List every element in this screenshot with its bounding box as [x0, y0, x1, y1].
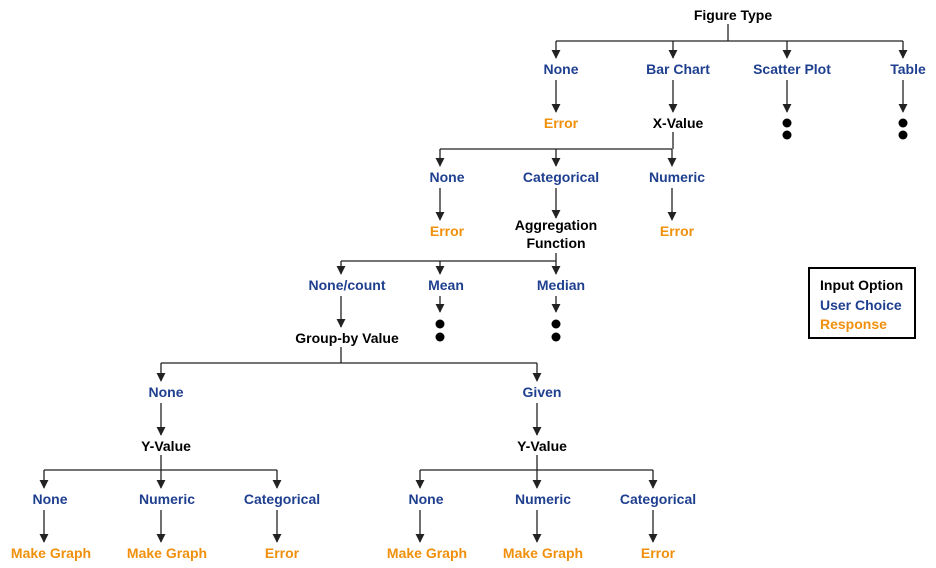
node-x-none-error: Error — [429, 223, 465, 239]
legend-input-option: Input Option — [820, 277, 904, 293]
node-y1-none: None — [32, 491, 68, 507]
node-ft-table: Table — [890, 61, 926, 77]
node-y1-categorical-result: Error — [264, 545, 300, 561]
node-y-value-1: Y-Value — [141, 438, 191, 454]
node-y1-categorical: Categorical — [243, 491, 321, 507]
node-agg-mean: Mean — [428, 277, 464, 293]
node-ft-none-error: Error — [543, 115, 579, 131]
ellipsis-dot — [551, 332, 561, 342]
node-agg-median: Median — [536, 277, 586, 293]
node-y-value-2: Y-Value — [517, 438, 567, 454]
legend-response: Response — [820, 316, 887, 332]
node-y1-numeric-result: Make Graph — [126, 545, 208, 561]
node-y1-none-result: Make Graph — [10, 545, 92, 561]
node-x-value: X-Value — [652, 115, 704, 131]
node-x-numeric-error: Error — [659, 223, 695, 239]
node-y2-none-result: Make Graph — [386, 545, 468, 561]
node-ft-none: None — [543, 61, 579, 77]
ellipsis-dot — [782, 118, 792, 128]
legend-user-choice: User Choice — [820, 296, 902, 313]
node-y2-categorical-result: Error — [640, 545, 676, 561]
node-gb-none: None — [148, 384, 184, 400]
node-ft-scatter-plot: Scatter Plot — [753, 61, 831, 77]
node-y2-numeric-result: Make Graph — [502, 545, 584, 561]
ellipsis-dot — [551, 319, 561, 329]
ellipsis-dot — [435, 319, 445, 329]
node-figure-type: Figure Type — [693, 7, 773, 23]
node-x-numeric: Numeric — [648, 169, 706, 185]
ellipsis-dot — [782, 130, 792, 140]
node-x-none: None — [429, 169, 465, 185]
node-y1-numeric: Numeric — [138, 491, 196, 507]
ellipsis-dot — [435, 332, 445, 342]
node-gb-given: Given — [522, 384, 562, 400]
node-aggregation-function: Aggregation Function — [514, 217, 598, 251]
node-y2-categorical: Categorical — [619, 491, 697, 507]
node-y2-none: None — [408, 491, 444, 507]
node-ft-bar-chart: Bar Chart — [646, 61, 710, 77]
node-y2-numeric: Numeric — [514, 491, 572, 507]
ellipsis-dot — [898, 130, 908, 140]
node-group-by-value: Group-by Value — [295, 330, 399, 346]
node-agg-none-count: None/count — [308, 277, 386, 293]
ellipsis-dot — [898, 118, 908, 128]
node-x-categorical: Categorical — [522, 169, 600, 185]
legend-box: Input Option User Choice Response — [808, 267, 916, 339]
